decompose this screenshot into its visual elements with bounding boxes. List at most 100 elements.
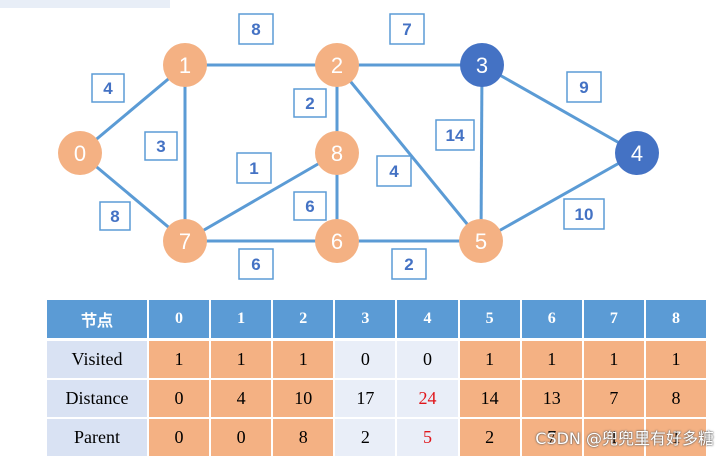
weight-box-5-6 xyxy=(391,248,427,280)
table-cell: 1 xyxy=(583,419,646,456)
edge-3-5 xyxy=(479,64,484,242)
weight-label-6-7: 6 xyxy=(251,255,260,274)
weight-label-2-5: 4 xyxy=(389,162,399,181)
edge-4-5 xyxy=(480,151,638,243)
table-cell: 1 xyxy=(583,341,646,380)
edge-0-1 xyxy=(79,63,186,155)
table-cell: 4 xyxy=(211,380,274,419)
column-header-2: 2 xyxy=(273,300,336,341)
weight-box-1-7 xyxy=(144,131,178,161)
node-label-3: 3 xyxy=(476,53,488,78)
weight-box-3-5 xyxy=(435,119,475,151)
weight-label-5-6: 2 xyxy=(404,255,413,274)
weight-box-4-5 xyxy=(563,198,605,230)
table-cell: 0 xyxy=(149,380,212,419)
node-label-2: 2 xyxy=(331,53,343,78)
weight-label-1-2: 8 xyxy=(251,20,260,39)
header-label: 节点 xyxy=(47,300,149,341)
node-label-7: 7 xyxy=(179,229,191,254)
column-header-0: 0 xyxy=(149,300,212,341)
weight-label-0-7: 8 xyxy=(110,207,119,226)
row-label: Distance xyxy=(47,380,149,419)
column-header-6: 6 xyxy=(521,300,584,341)
column-header-4: 4 xyxy=(397,300,460,341)
node-1 xyxy=(163,43,207,87)
table-cell: 24 xyxy=(397,380,460,419)
weight-box-6-7 xyxy=(238,248,274,280)
weight-label-2-8: 2 xyxy=(305,94,314,113)
table-cell: 14 xyxy=(459,380,522,419)
weight-label-2-3: 7 xyxy=(402,20,411,39)
node-6 xyxy=(315,219,359,263)
node-3 xyxy=(460,43,504,87)
nodes-layer: 0 1 2 3 4 5 6 7 8 xyxy=(58,43,659,263)
row-label: Parent xyxy=(47,419,149,456)
node-label-4: 4 xyxy=(631,141,643,166)
table-cell: 1 xyxy=(521,341,584,380)
weight-label-3-5: 14 xyxy=(446,126,465,145)
table-cell: 13 xyxy=(521,380,584,419)
weight-box-0-1 xyxy=(91,73,125,103)
edge-3-4 xyxy=(481,63,638,155)
weight-label-0-1: 4 xyxy=(103,79,113,98)
weight-box-6-8 xyxy=(293,191,327,221)
node-label-6: 6 xyxy=(331,229,343,254)
node-0 xyxy=(58,131,102,175)
weight-box-3-4 xyxy=(566,71,602,103)
table-cell: 2 xyxy=(335,419,398,456)
node-label-1: 1 xyxy=(179,53,191,78)
table-cell: 1 xyxy=(645,341,708,380)
table-cell: 7 xyxy=(521,419,584,456)
node-label-8: 8 xyxy=(331,141,343,166)
weight-box-0-7 xyxy=(99,201,131,231)
node-label-0: 0 xyxy=(74,141,86,166)
table-cell: 2 xyxy=(459,419,522,456)
node-4 xyxy=(615,131,659,175)
weight-box-7-8 xyxy=(236,152,272,184)
edge-2-5 xyxy=(335,64,483,242)
table-cell: 1 xyxy=(459,341,522,380)
table-cell: 1 xyxy=(645,419,708,456)
edge-7-8 xyxy=(184,151,338,243)
table-cell: 1 xyxy=(211,341,274,380)
weight-box-2-3 xyxy=(389,13,425,45)
table-cell: 1 xyxy=(149,341,212,380)
weight-label-4-5: 10 xyxy=(575,205,594,224)
weight-label-6-8: 6 xyxy=(305,197,314,216)
table-cell: 17 xyxy=(335,380,398,419)
column-header-5: 5 xyxy=(459,300,522,341)
weight-label-7-8: 1 xyxy=(249,159,258,178)
table-cell: 5 xyxy=(397,419,460,456)
weight-box-1-2 xyxy=(238,13,274,45)
watermark: CSDN @兜兜里有好多糖 xyxy=(535,429,714,448)
node-label-5: 5 xyxy=(475,229,487,254)
table-cell: 8 xyxy=(273,419,336,456)
node-8 xyxy=(315,131,359,175)
weight-label-3-4: 9 xyxy=(579,78,588,97)
table-cell: 0 xyxy=(397,341,460,380)
weight-box-2-8 xyxy=(293,88,327,118)
table-cell: 10 xyxy=(273,380,336,419)
table-cell: 8 xyxy=(645,380,708,419)
table-cell: 0 xyxy=(149,419,212,456)
table-cell: 0 xyxy=(335,341,398,380)
column-header-1: 1 xyxy=(211,300,274,341)
weight-label-1-7: 3 xyxy=(156,137,165,156)
node-7 xyxy=(163,219,207,263)
weight-box-2-5 xyxy=(376,155,412,187)
top-strip xyxy=(0,0,170,8)
column-header-8: 8 xyxy=(645,300,708,341)
column-header-7: 7 xyxy=(583,300,646,341)
column-header-3: 3 xyxy=(335,300,398,341)
node-5 xyxy=(459,219,503,263)
table-cell: 1 xyxy=(273,341,336,380)
row-label: Visited xyxy=(47,341,149,380)
table-cell: 0 xyxy=(211,419,274,456)
